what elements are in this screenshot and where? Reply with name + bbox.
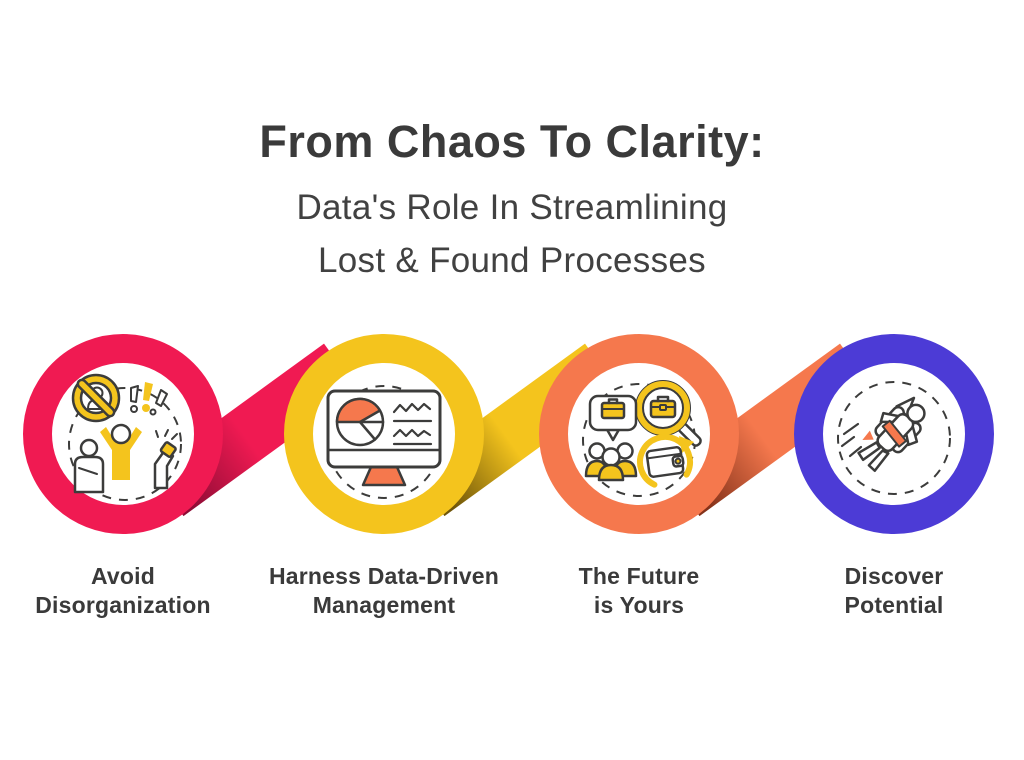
data-dashboard-icon (326, 385, 442, 499)
magnifier-briefcase-icon (635, 380, 702, 447)
exclamation-marks-icon (130, 382, 168, 416)
page-subtitle: Data's Role In Streamlining Lost & Found… (0, 182, 1024, 287)
step-ring-3 (539, 334, 739, 534)
dashed-circle (68, 387, 182, 501)
cheering-person-icon (100, 423, 142, 480)
jetpack-flight-icon (837, 381, 951, 495)
header: From Chaos To Clarity: Data's Role In St… (0, 116, 1024, 287)
frustrated-person-icon (73, 438, 105, 494)
no-people-sign-icon (71, 373, 121, 423)
flying-person-icon (857, 396, 926, 473)
avoid-disorganization-icon (68, 373, 182, 501)
people-group-icon (584, 442, 638, 482)
pie-chart-icon (335, 397, 385, 447)
wallet-return-icon (637, 434, 694, 490)
speed-lines (840, 422, 863, 458)
dashed-circle (837, 381, 951, 495)
page-title: From Chaos To Clarity: (259, 116, 765, 167)
lost-and-found-search-icon (582, 380, 702, 497)
subtitle-line-2: Lost & Found Processes (318, 240, 706, 280)
subtitle-line-1: Data's Role In Streamlining (296, 188, 728, 227)
raised-fist-icon (153, 429, 178, 490)
speech-bubble-briefcase-icon (588, 394, 638, 442)
line-charts-icon (392, 402, 433, 446)
